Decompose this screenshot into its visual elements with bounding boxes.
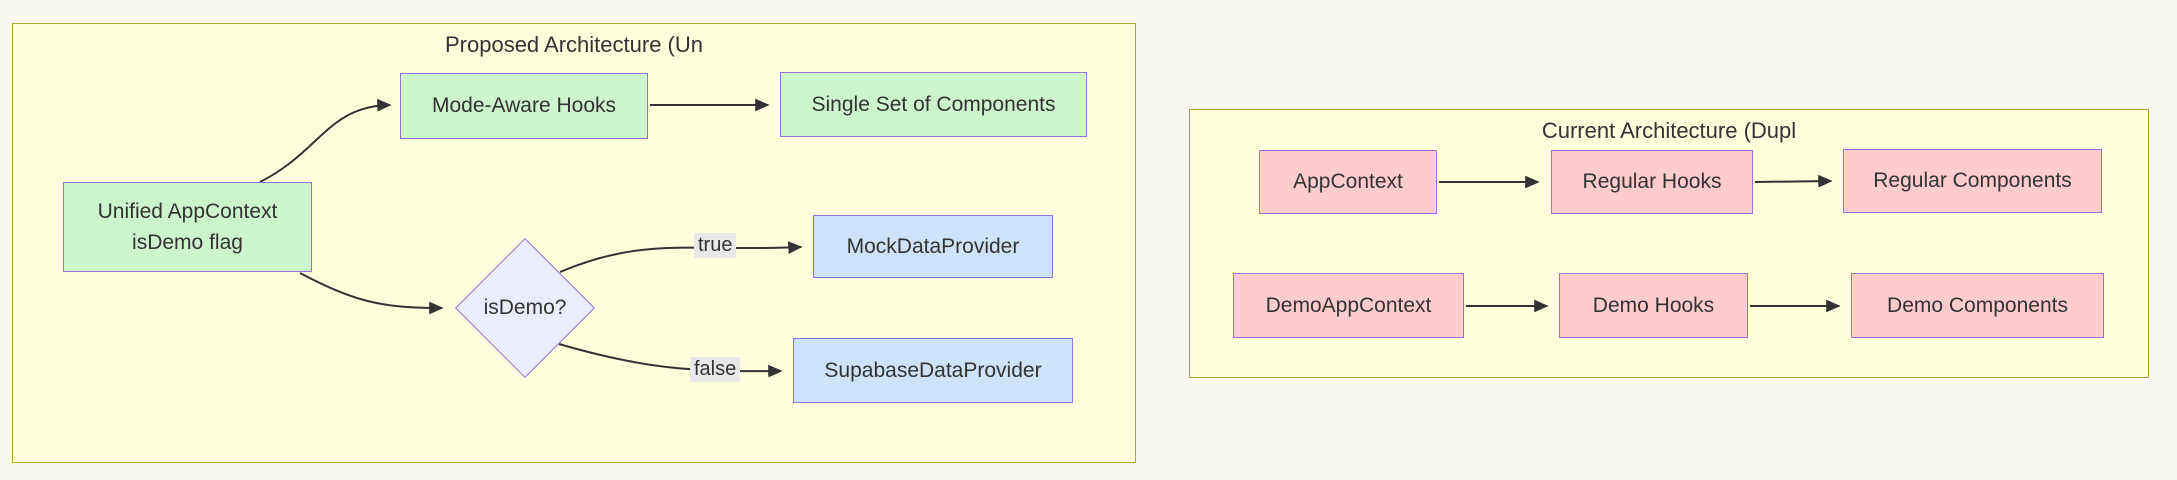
- edge-unified-to-mode-aware: [259, 98, 392, 183]
- node-unified-appcontext-line1: Unified AppContext: [97, 199, 278, 223]
- edge-unified-to-isdemo: [299, 272, 444, 315]
- node-single-set-of-components: Single Set of Components: [780, 72, 1087, 137]
- node-demo-hooks-label: Demo Hooks: [1592, 293, 1715, 317]
- edge-isdemo-true-to-mock: [559, 241, 803, 273]
- node-regular-components-label: Regular Components: [1873, 169, 2072, 193]
- edge-label-true: true: [694, 233, 737, 258]
- node-supabasedataprovider: SupabaseDataProvider: [793, 338, 1073, 403]
- node-demoappcontext-label: DemoAppContext: [1265, 293, 1432, 317]
- node-supabasedataprovider-label: SupabaseDataProvider: [824, 358, 1042, 382]
- subgraph-title-proposed: Proposed Architecture (Un: [444, 32, 704, 57]
- edge-isdemo-false-to-supabase: [558, 343, 783, 378]
- node-isdemo-decision: isDemo?: [454, 237, 596, 379]
- node-isdemo-label: isDemo?: [483, 296, 567, 319]
- node-demo-hooks: Demo Hooks: [1559, 273, 1748, 338]
- subgraph-title-current: Current Architecture (Dupl: [1541, 118, 1797, 143]
- node-regular-components: Regular Components: [1843, 149, 2102, 213]
- node-regular-hooks-label: Regular Hooks: [1582, 170, 1722, 194]
- node-unified-appcontext-line2: isDemo flag: [132, 231, 243, 254]
- node-unified-appcontext: Unified AppContext isDemo flag: [63, 182, 312, 272]
- edge-regular-hooks-to-regular-components: [1754, 174, 1833, 188]
- node-single-set-label: Single Set of Components: [811, 92, 1056, 116]
- node-demo-components: Demo Components: [1851, 273, 2104, 338]
- node-mode-aware-hooks: Mode-Aware Hooks: [400, 73, 648, 139]
- node-demoappcontext: DemoAppContext: [1233, 273, 1464, 338]
- node-mode-aware-hooks-label: Mode-Aware Hooks: [431, 94, 617, 118]
- node-appcontext: AppContext: [1259, 150, 1437, 214]
- node-mockdataprovider: MockDataProvider: [813, 215, 1053, 278]
- node-regular-hooks: Regular Hooks: [1551, 150, 1753, 214]
- edge-label-false: false: [690, 357, 741, 382]
- node-demo-components-label: Demo Components: [1887, 293, 2068, 317]
- node-appcontext-label: AppContext: [1293, 170, 1403, 194]
- node-mockdataprovider-label: MockDataProvider: [846, 234, 1020, 258]
